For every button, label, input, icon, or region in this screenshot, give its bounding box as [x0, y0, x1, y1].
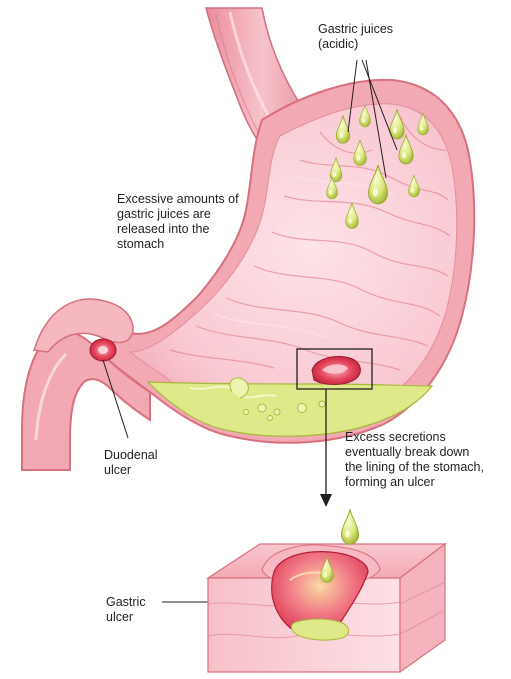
label-gastric-ulcer: Gastric ulcer: [106, 595, 146, 625]
acid-pool: [148, 378, 432, 436]
label-duodenal-ulcer: Duodenal ulcer: [104, 448, 158, 478]
label-excessive-amounts: Excessive amounts of gastric juices are …: [117, 192, 239, 252]
label-excess-secretions: Excess secretions eventually break down …: [345, 430, 484, 490]
duodenum: [22, 299, 150, 470]
label-gastric-juices: Gastric juices (acidic): [318, 22, 393, 52]
tissue-block: [208, 509, 445, 672]
duodenal-ulcer: [90, 339, 116, 361]
